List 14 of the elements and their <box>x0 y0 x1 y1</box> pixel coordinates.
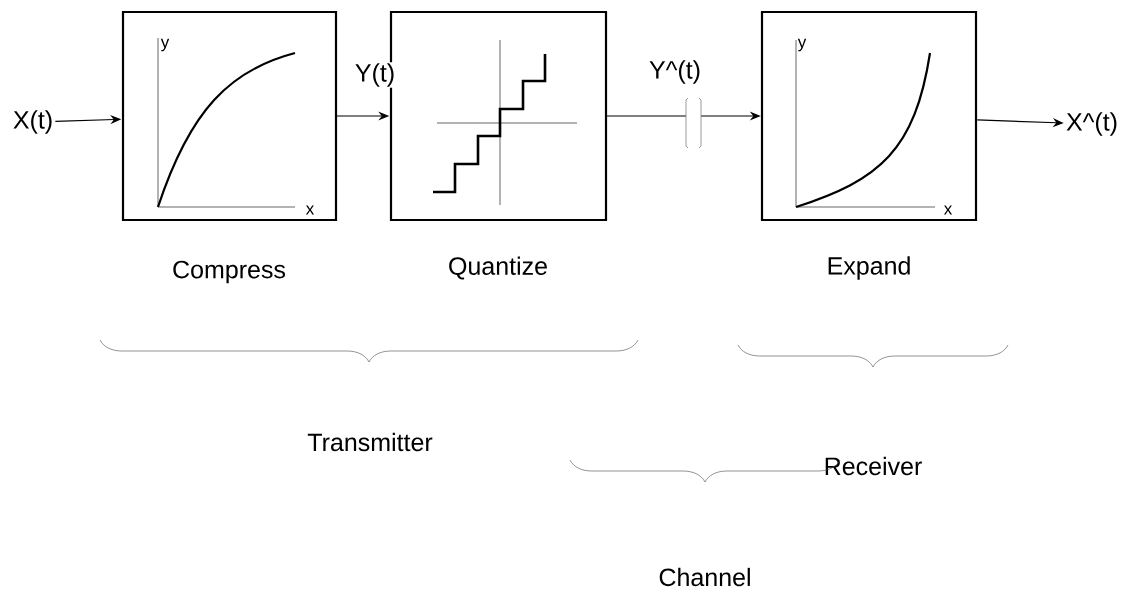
group-label: Receiver <box>825 456 922 476</box>
signal-label: X(t) <box>13 110 52 134</box>
edge-label: Y^(t) <box>649 60 700 84</box>
axis-label: x <box>943 205 953 215</box>
group-label: Transmitter <box>307 432 433 452</box>
node-label: Quantize <box>449 256 547 280</box>
edge-label: Y(t) <box>355 63 394 87</box>
axis-label: y <box>160 38 170 52</box>
group-label: Channel <box>659 567 750 587</box>
signal-label: X^(t) <box>1066 112 1117 136</box>
node-label: Compress <box>173 260 286 284</box>
axis-label: x <box>305 205 315 215</box>
node-label: Expand <box>828 256 910 280</box>
axis-label: y <box>797 38 807 52</box>
